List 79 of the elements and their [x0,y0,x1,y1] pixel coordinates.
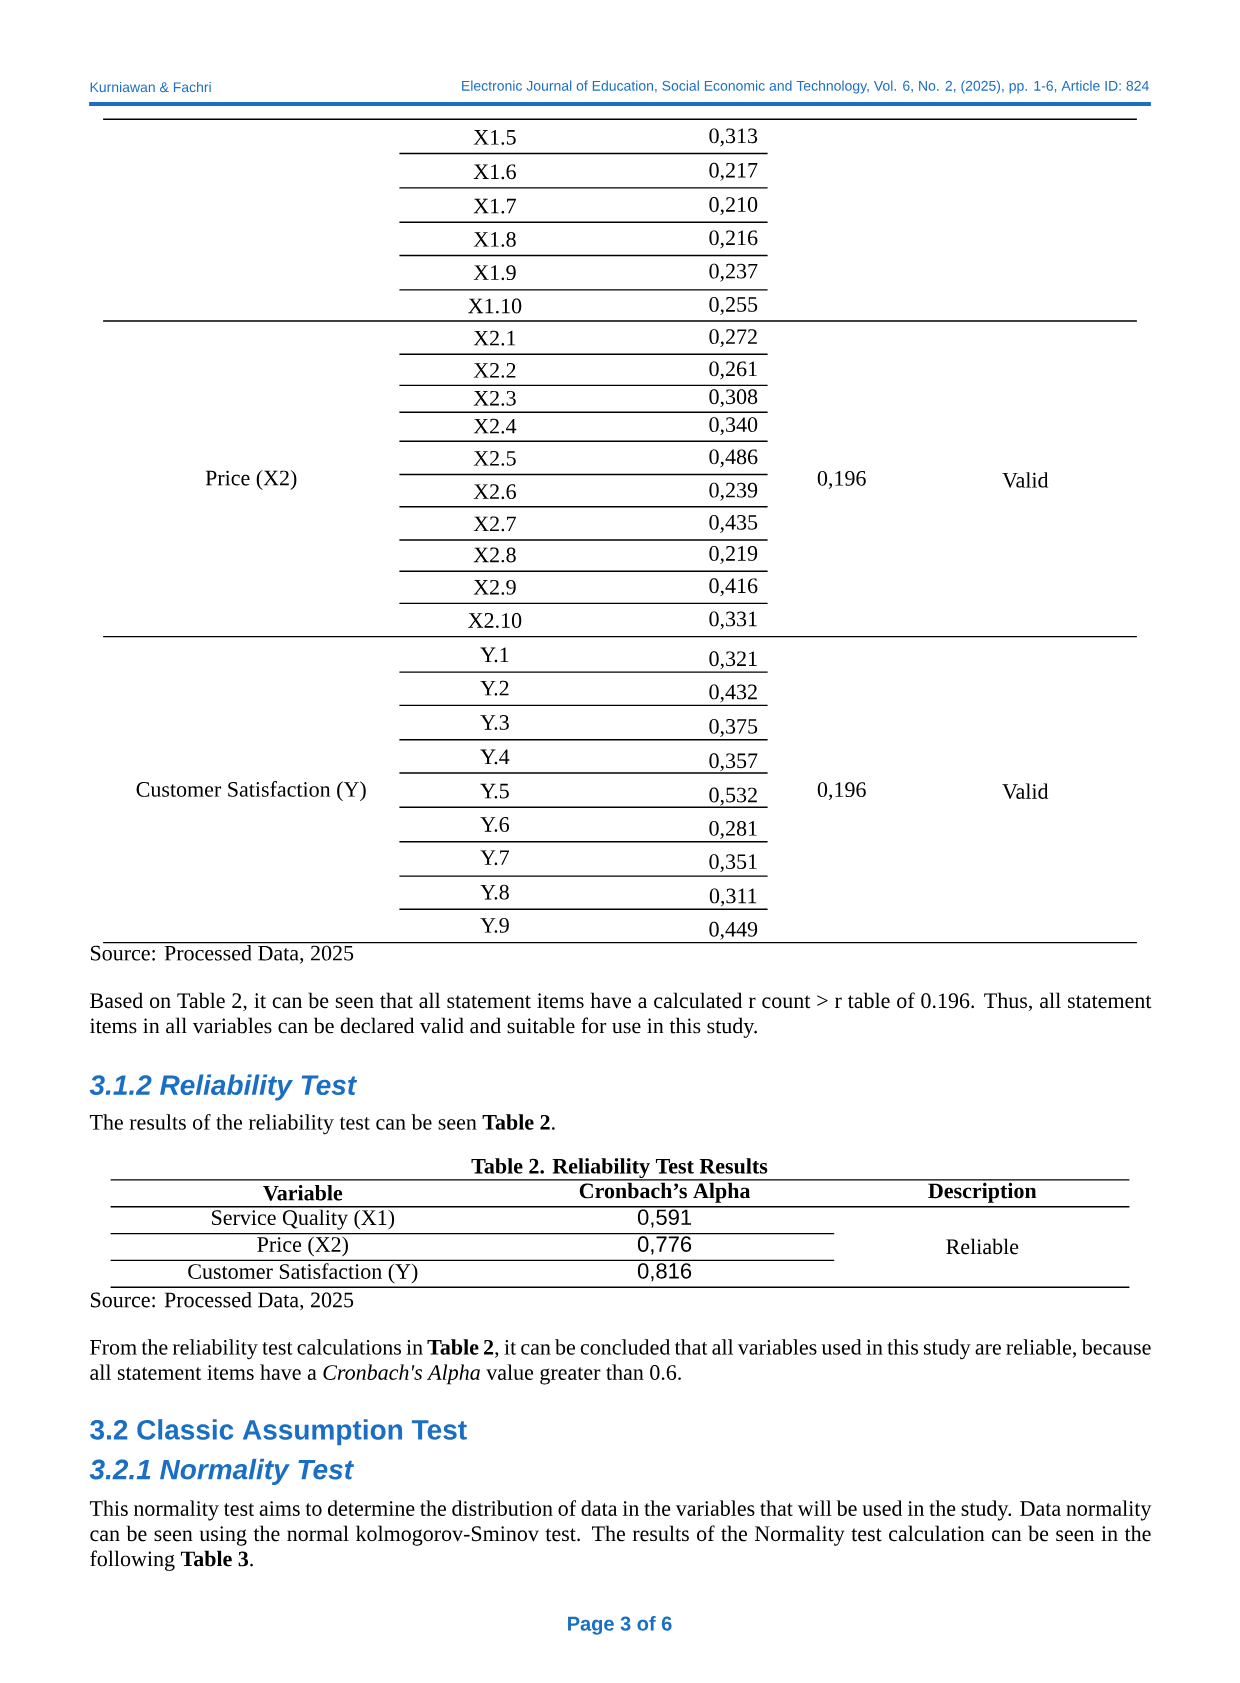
table-cell: 0,321 [709,651,757,670]
table-cell: 0,313 [709,128,758,147]
table-cell: X1.5 [473,130,516,145]
source-note: Source: Processed Data, 2025 [90,945,354,964]
table-cell: 0,210 [709,197,758,216]
table-cell: 0,776 [637,1236,692,1255]
table-cell: 0,351 [709,854,757,873]
column-header: Description [928,1182,1037,1203]
paragraph: This normality test aims to determine the distribution of data in the variables that will be used in the study. Data normality can be seen using the normal kolmogorov-Sminov test. The results of the Normality test calculation can be seen in the following Table 3. [89,1500,1152,1571]
table-cell: Y.1 [480,647,509,663]
table-cell: 0,357 [709,753,758,772]
table-cell: 0,340 [709,417,758,436]
section-heading: 3.1.2 Reliability Test [89,1074,358,1101]
table-cell: Y.4 [480,749,510,765]
table-cell: Valid [1002,472,1049,488]
table-cell: Y.7 [480,850,510,866]
table-cell: X2.4 [473,418,517,434]
column-header: Variable [263,1185,343,1201]
table-cell: X2.2 [473,363,516,378]
table-cell: X2.10 [468,613,522,628]
table-cell: 0,308 [709,389,758,408]
table-cell: Service Quality (X1) [212,1209,395,1230]
table-cell: X2.3 [473,390,516,406]
page-number: Page 3 of 6 [568,1616,672,1635]
table-cell: 0,375 [709,718,758,737]
table-cell: X1.10 [468,298,522,314]
table-cell: X2.1 [473,330,516,346]
running-header: Electronic Journal of Education, Social Economic and Technology, Vol. 6, No. 2, (2025), pp. 1-6, Article ID: 824 [462,80,1149,94]
table-cell: 0,435 [709,514,758,533]
table-cell: 0,196 [817,782,866,801]
table-cell: 0,219 [709,546,758,564]
table-cell: 0,239 [709,482,758,501]
table-cell: Y.8 [480,884,509,900]
table-cell: Y.6 [480,817,510,832]
table-cell: Y.9 [480,918,509,933]
table-cell: X1.9 [473,265,516,281]
table-cell: 0,311 [709,888,757,907]
table-cell: Price (X2) [205,469,297,490]
table-cell: 0,416 [709,578,758,597]
table-cell: 0,261 [709,361,757,380]
source-note: Source: Processed Data, 2025 [90,1291,354,1311]
table-cell: Y.3 [480,715,509,730]
table-cell: Y.5 [480,783,509,799]
table-cell: 0,196 [817,470,866,489]
table-cell: 0,237 [709,263,758,282]
table-cell: 0,272 [709,329,757,348]
paragraph: The results of the reliability test can be seen Table 2. [89,1114,555,1135]
table-cell: Valid [1002,783,1049,800]
table-cell: Customer Satisfaction (Y) [188,1263,418,1284]
table-cell: X2.7 [473,516,516,532]
table-cell: Reliable [946,1238,1019,1255]
paragraph: Based on Table 2, it can be seen that all statement items have a calculated r count > r table of 0.196. Thus, all statement items in all variables can be declared valid and suitable for use in this study. [89,992,1152,1038]
table-cell: X2.8 [473,547,516,563]
table-cell: X2.9 [473,579,516,595]
table-cell: 0,816 [637,1263,692,1282]
table-cell: 0,449 [709,921,758,940]
table-cell: 0,486 [709,449,758,468]
table-cell: 0,591 [637,1209,692,1228]
table-cell: 0,432 [709,684,757,703]
table-cell: 0,217 [709,162,758,181]
table-cell: 0,216 [709,230,758,249]
table-cell: 0,255 [709,297,758,315]
table-cell: Price (X2) [257,1236,348,1257]
column-header: Cronbach’s Alpha [579,1182,751,1203]
table-cell: X2.5 [473,451,516,466]
table-caption: Table 2. Reliability Test Results [471,1158,768,1179]
table-cell: 0,331 [709,611,757,630]
table-cell: 0,281 [709,820,757,839]
section-heading: 3.2 Classic Assumption Test [90,1419,467,1446]
table-cell: X2.6 [473,484,516,500]
table-cell: X1.6 [473,164,516,180]
table-cell: X1.7 [473,198,516,214]
running-header: Kurniawan & Fachri [90,81,211,93]
table-cell: Customer Satisfaction (Y) [136,781,366,802]
paragraph: From the reliability test calculations in Table 2, it can be concluded that all variables used in this study are reliable, because all statement items have a Cronbach's Alpha value greater than 0.6. [90,1339,1151,1385]
table-cell: Y.2 [480,680,509,696]
section-heading: 3.2.1 Normality Test [89,1458,354,1485]
table-cell: X1.8 [473,231,516,247]
table-cell: 0,532 [709,787,757,806]
